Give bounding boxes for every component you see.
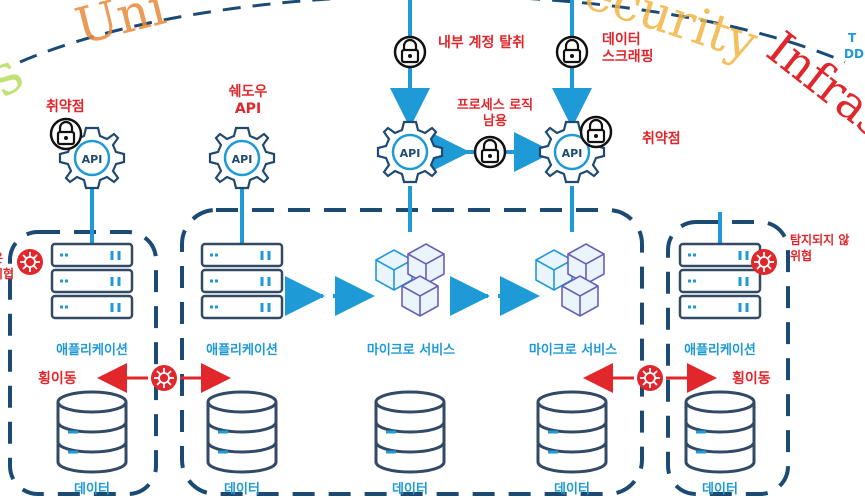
data-label: 데이터 bbox=[74, 482, 110, 497]
api-label: API bbox=[232, 153, 253, 166]
microservice-cubes-icon bbox=[535, 243, 605, 317]
virus-icon bbox=[636, 364, 664, 392]
virus-icon bbox=[150, 364, 178, 392]
lateral-label-left: 횡이동 bbox=[38, 371, 77, 387]
data-label: 데이터 bbox=[702, 482, 738, 497]
component-label-app-2: 애플리케이션 bbox=[206, 343, 278, 358]
threat-undetected-left: 은 위협 bbox=[0, 251, 15, 281]
database-icon bbox=[56, 390, 128, 474]
api-label: API bbox=[82, 153, 103, 166]
database-icon bbox=[206, 390, 278, 474]
lock-icon bbox=[555, 35, 589, 69]
arc-fragment-1: T bbox=[848, 31, 857, 45]
perimeter-arc bbox=[19, 0, 846, 64]
threat-undetected-right: 탐지되지 않 위협 bbox=[790, 233, 850, 263]
component-label-micro-1: 마이크로 서비스 bbox=[366, 343, 456, 358]
server-icon bbox=[50, 242, 134, 320]
container-left bbox=[8, 230, 158, 496]
lock-icon bbox=[49, 117, 83, 151]
server-icon bbox=[200, 242, 284, 320]
arc-word-top: Uni bbox=[70, 0, 172, 56]
data-label: 데이터 bbox=[224, 482, 260, 497]
threat-process-logic-abuse: 프로세스 로직 남용 bbox=[456, 98, 534, 129]
database-icon bbox=[684, 390, 756, 474]
lateral-label-right: 횡이동 bbox=[732, 371, 771, 387]
data-label: 데이터 bbox=[392, 482, 428, 497]
database-icon bbox=[374, 390, 446, 474]
component-label-app-1: 애플리케이션 bbox=[56, 343, 128, 358]
server-icon bbox=[678, 242, 762, 320]
api-label: API bbox=[400, 147, 421, 160]
threat-vulnerability-right: 취약점 bbox=[642, 131, 681, 147]
component-label-app-3: 애플리케이션 bbox=[684, 343, 756, 358]
container-right bbox=[666, 220, 790, 496]
microservice-cubes-icon bbox=[375, 243, 445, 317]
arc-fragment-2: DD bbox=[844, 47, 864, 61]
virus-icon bbox=[750, 248, 778, 276]
api-label: API bbox=[562, 147, 583, 160]
database-icon bbox=[536, 390, 608, 474]
arc-word-left: s bbox=[0, 41, 35, 111]
lock-icon bbox=[393, 35, 427, 69]
data-label: 데이터 bbox=[554, 482, 590, 497]
threat-vulnerability-left: 취약점 bbox=[46, 99, 85, 115]
threat-shadow-api: 쉐도우 API bbox=[228, 84, 268, 117]
threat-data-scraping: 데이터 스크래핑 bbox=[602, 32, 654, 65]
lock-icon bbox=[473, 135, 507, 169]
threat-internal-account: 내부 계정 탈취 bbox=[438, 35, 526, 51]
component-label-micro-2: 마이크로 서비스 bbox=[528, 343, 618, 358]
lock-icon bbox=[579, 115, 613, 149]
virus-icon bbox=[16, 248, 44, 276]
